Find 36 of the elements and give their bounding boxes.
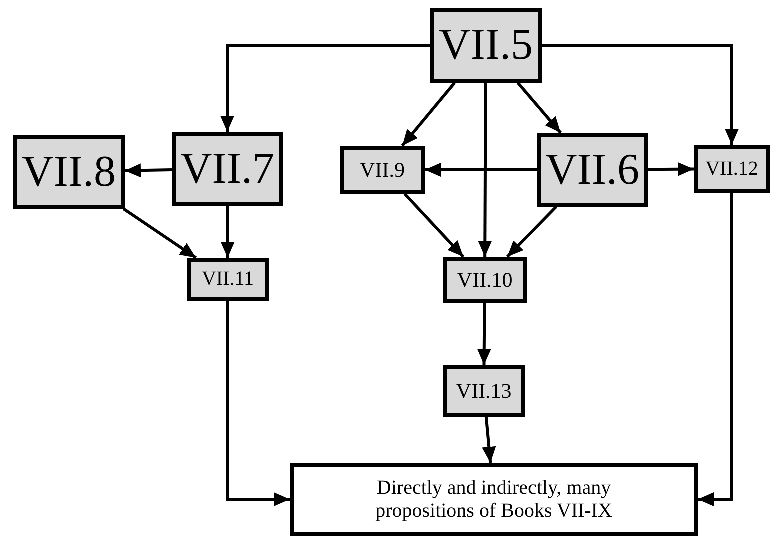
proposition-box (694, 145, 770, 193)
arrow (698, 193, 734, 506)
proposition-box (187, 258, 269, 301)
arrow (542, 44, 739, 145)
proposition-box (13, 135, 125, 209)
node-label: VII.10 (457, 268, 513, 292)
proposition-box (443, 257, 527, 303)
result-box (290, 463, 698, 536)
proposition-box (537, 133, 648, 207)
proposition-box (340, 146, 425, 194)
node-label: Directly and indirectly, many propositions of Books VII-IX (374, 476, 614, 522)
proposition-box (172, 132, 283, 206)
arrow (516, 82, 562, 134)
node-label: VII.9 (360, 158, 405, 182)
node-label: VII.5 (438, 20, 534, 71)
node-label: VII.12 (706, 158, 758, 180)
arrow (122, 208, 198, 260)
arrow (482, 416, 496, 464)
arrow (648, 162, 694, 176)
arrow (425, 163, 537, 177)
node-label: VII.11 (202, 268, 254, 291)
arrow (477, 302, 492, 366)
node-label: VII.13 (456, 378, 512, 404)
arrow (124, 164, 172, 178)
arrow (401, 82, 456, 147)
arrow (506, 206, 558, 258)
node-label: VII.7 (180, 144, 275, 194)
arrow (220, 206, 235, 258)
arrow (220, 44, 430, 132)
proposition-box (443, 365, 525, 417)
proposition-box (430, 8, 542, 83)
node-label: VII.8 (22, 146, 116, 198)
arrow (226, 301, 290, 506)
arrow (404, 192, 465, 258)
node-label: VII.6 (545, 144, 640, 196)
arrow (478, 83, 492, 257)
